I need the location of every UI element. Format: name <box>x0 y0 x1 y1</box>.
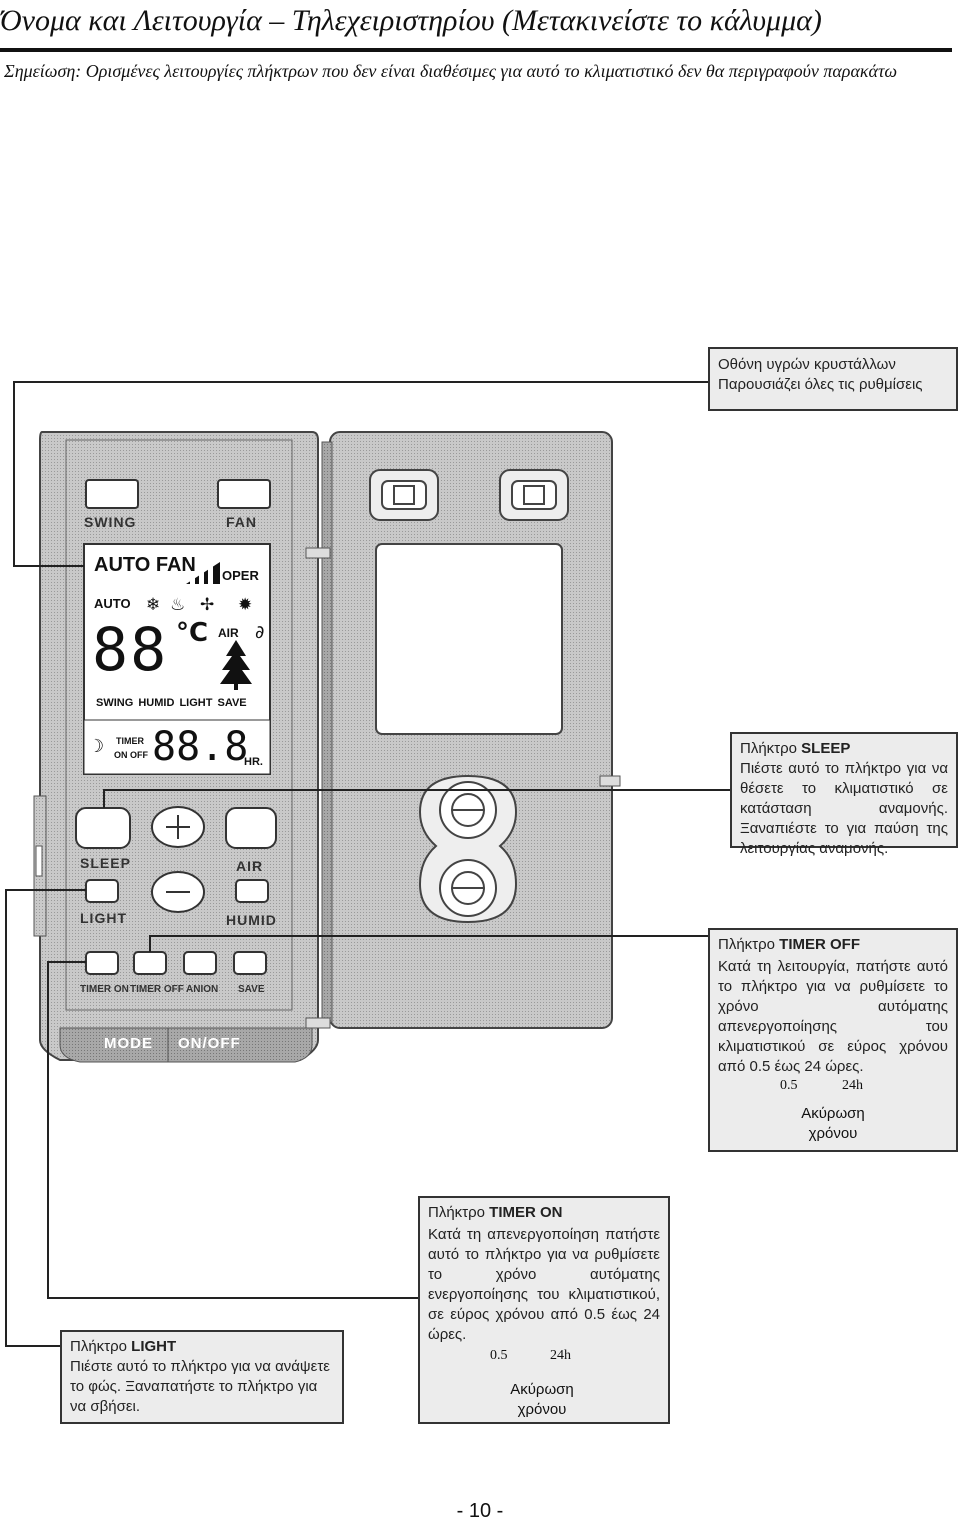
callout-sleep-text: Πιέστε αυτό το πλήκτρο για να θέσετε το … <box>740 760 948 857</box>
lcd-temp-digits: 88 <box>92 615 169 685</box>
lcd-connector <box>13 381 708 567</box>
callout-sleep: Πλήκτρο SLEEP Πιέστε αυτό το πλήκτρο για… <box>730 732 958 857</box>
mode-label: MODE <box>104 1035 153 1052</box>
humid-label: HUMID <box>226 912 277 928</box>
callout-sleep-prefix: Πλήκτρο <box>740 740 797 757</box>
callout-timer-on-text: Κατά τη απενεργοποίηση πατήστε αυτό το π… <box>428 1226 660 1343</box>
page-note: Σημείωση: Ορισμένες λειτουργίες πλήκτρων… <box>4 61 898 81</box>
callout-timer-off-prefix: Πλήκτρο <box>718 936 775 953</box>
svg-text:✹: ✹ <box>238 595 252 615</box>
callout-timer-off-key: TIMER OFF <box>779 936 860 953</box>
timer-on-label: TIMER ON <box>80 984 129 995</box>
page-title: Όνομα και Λειτουργία – Τηλεχειριστηρίου … <box>0 4 952 52</box>
sleep-label: SLEEP <box>80 855 131 871</box>
lcd-row3: SWING HUMID LIGHT SAVE <box>96 697 247 709</box>
timer-off-range-end: 24h <box>842 1078 863 1093</box>
light-connector <box>5 889 86 1347</box>
save-label: SAVE <box>238 984 265 995</box>
timer-on-button <box>85 951 119 975</box>
svg-text:♨: ♨ <box>170 595 185 615</box>
sleep-button <box>75 807 131 849</box>
swing-button <box>85 479 139 509</box>
remote-bottom-strip <box>59 1027 313 1063</box>
anion-label: ANION <box>186 984 219 995</box>
lcd-time-digits: 88.8 <box>152 724 249 770</box>
air-button <box>225 807 277 849</box>
save-button <box>233 951 267 975</box>
svg-text:✢: ✢ <box>200 595 214 615</box>
lcd-oper: OPER <box>222 568 259 583</box>
light-button <box>85 879 119 903</box>
svg-text:∂: ∂ <box>255 622 264 643</box>
callout-light: Πλήκτρο LIGHT Πιέστε αυτό το πλήκτρο για… <box>60 1330 344 1424</box>
timer-off-cancel: Ακύρωση χρόνου <box>801 1105 865 1142</box>
sleep-connector <box>103 789 730 808</box>
fan-button <box>217 479 271 509</box>
air-label: AIR <box>236 858 264 874</box>
timer-on-connector <box>47 961 418 1299</box>
callout-sleep-key: SLEEP <box>801 740 851 757</box>
humid-button <box>235 879 269 903</box>
callout-lcd-line1: Οθόνη υγρών κρυστάλλων <box>718 356 896 373</box>
svg-text:❄: ❄ <box>146 595 160 615</box>
timer-off-range-start: 0.5 <box>780 1078 798 1093</box>
anion-button <box>183 951 217 975</box>
light-label: LIGHT <box>80 910 127 926</box>
callout-light-prefix: Πλήκτρο <box>70 1338 127 1355</box>
swing-label: SWING <box>84 514 137 530</box>
lcd-hr: HR. <box>244 756 263 768</box>
callout-timer-on-key: TIMER ON <box>489 1204 563 1221</box>
fan-label: FAN <box>226 514 257 530</box>
cover-window <box>375 543 563 735</box>
lcd-timer: TIMER <box>116 736 144 746</box>
timer-on-range-end: 24h <box>550 1348 571 1363</box>
callout-light-text: Πιέστε αυτό το πλήκτρο για να ανάψετε το… <box>70 1358 330 1415</box>
timer-on-cancel: Ακύρωση χρόνου <box>510 1381 574 1418</box>
callout-lcd-line2: Παρουσιάζει όλες τις ρυθμίσεις <box>718 376 923 393</box>
callout-timer-on-prefix: Πλήκτρο <box>428 1204 485 1221</box>
callout-timer-off: Πλήκτρο TIMER OFF Κατά τη λειτουργία, πα… <box>708 928 958 1152</box>
svg-text:☽: ☽ <box>88 736 104 757</box>
timer-off-connector <box>149 935 708 952</box>
lcd-air: AIR <box>218 626 239 640</box>
timer-on-range-start: 0.5 <box>490 1348 508 1363</box>
callout-timer-on: Πλήκτρο TIMER ON Κατά τη απενεργοποίηση … <box>418 1196 670 1424</box>
on-off-label: ON/OFF <box>178 1035 241 1052</box>
timer-off-label: TIMER OFF <box>130 984 184 995</box>
lcd-auto-fan: AUTO FAN <box>94 554 196 576</box>
page-number: - 10 - <box>456 1500 504 1522</box>
lcd-on-off: ON OFF <box>114 750 148 760</box>
callout-light-key: LIGHT <box>131 1338 177 1355</box>
lcd-celsius: °C <box>176 618 209 648</box>
timer-off-button <box>133 951 167 975</box>
lcd-auto: AUTO <box>94 596 131 611</box>
callout-lcd: Οθόνη υγρών κρυστάλλων Παρουσιάζει όλες … <box>708 347 958 411</box>
callout-timer-off-text: Κατά τη λειτουργία, πατήστε αυτό το πλήκ… <box>718 958 948 1075</box>
